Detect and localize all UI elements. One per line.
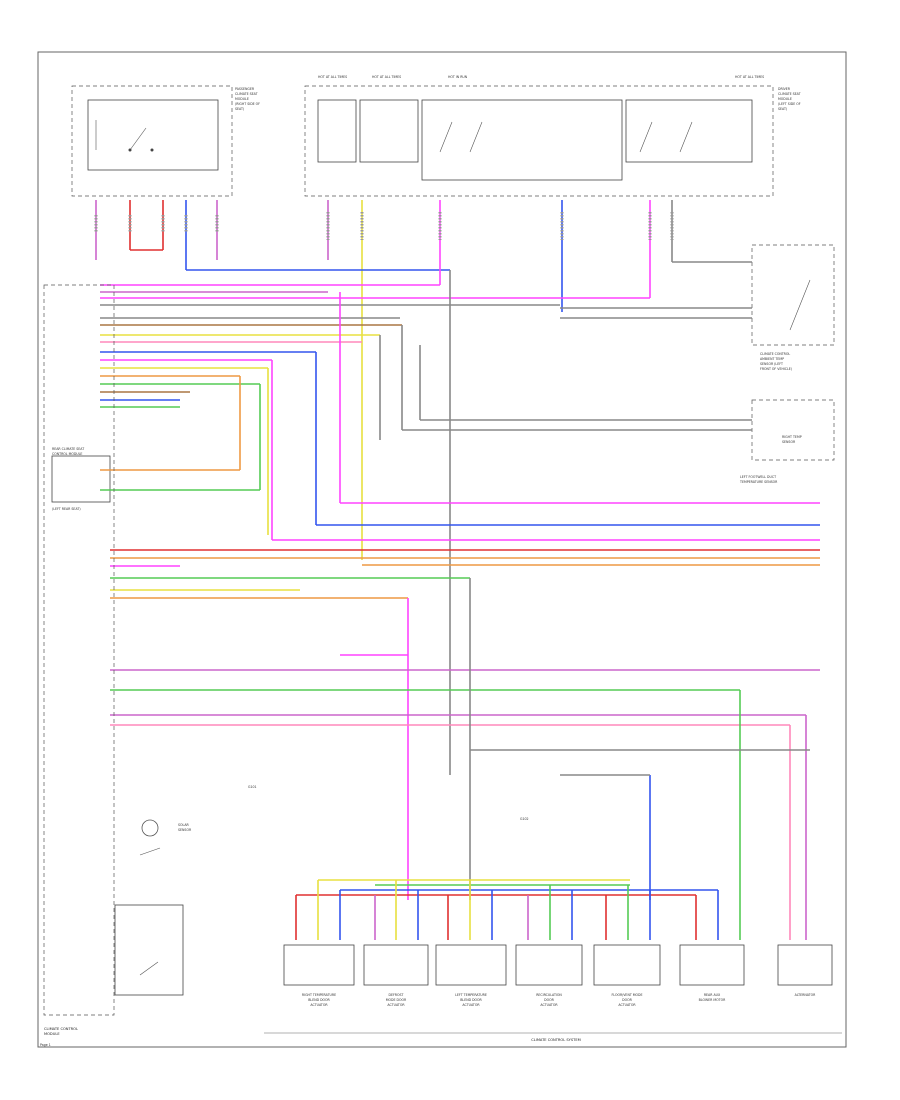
actuator-box-4 bbox=[515, 944, 583, 986]
solar-sensor-area bbox=[114, 819, 184, 996]
driver-module-text: DRIVER CLIMATE SEAT MODULE (LEFT SIDE OF… bbox=[778, 87, 802, 111]
climate-sensor-text: CLIMATE CONTROL AMBIENT TEMP SENSOR (LEF… bbox=[760, 352, 792, 371]
svg-text:ALTERNATOR: ALTERNATOR bbox=[795, 993, 816, 997]
page-frame bbox=[37, 51, 847, 1048]
actuator-drops bbox=[295, 880, 719, 940]
solar-sensor-text: SOLAR SENSOR bbox=[178, 823, 192, 832]
right-vertical-wires bbox=[469, 578, 810, 940]
module-name: CLIMATE CONTROL MODULE bbox=[44, 1027, 79, 1036]
passenger-module-text: PASSENGER CLIMATE SEAT MODULE (RIGHT SID… bbox=[235, 87, 261, 111]
svg-text:HOT AT ALL TIMES: HOT AT ALL TIMES bbox=[318, 75, 347, 79]
actuator-box-3 bbox=[435, 944, 507, 986]
rear-control-text-2: (LEFT REAR SEAT) bbox=[52, 507, 81, 511]
actuator-box-5 bbox=[593, 944, 661, 986]
right-temp-sensor-text: RIGHT TEMP SENSOR bbox=[782, 435, 803, 444]
ground-g101: G101 bbox=[248, 785, 257, 789]
passenger-switch-icon bbox=[95, 120, 154, 152]
actuator-box-7 bbox=[777, 944, 833, 986]
page-number: Page 1 bbox=[40, 1043, 51, 1047]
system-title: CLIMATE CONTROL SYSTEM bbox=[531, 1038, 580, 1042]
actuator-boxes bbox=[283, 944, 833, 986]
actuator-box-2 bbox=[363, 944, 429, 986]
svg-text:HOT IN RUN: HOT IN RUN bbox=[448, 75, 468, 79]
climate-control-module bbox=[43, 284, 115, 1016]
svg-text:HOT AT ALL TIMES: HOT AT ALL TIMES bbox=[735, 75, 764, 79]
ambient-sensor-switch bbox=[560, 244, 835, 346]
ground-g102: G102 bbox=[520, 817, 529, 821]
fuse-sections bbox=[317, 99, 753, 181]
svg-text:HOT AT ALL TIMES: HOT AT ALL TIMES bbox=[372, 75, 401, 79]
top-wire-drops bbox=[95, 200, 673, 560]
footwell-sensor-text: LEFT FOOTWELL DUCT TEMPERATURE SENSOR bbox=[739, 475, 778, 484]
rear-control-box bbox=[51, 455, 111, 503]
top-connectors bbox=[94, 212, 674, 240]
passenger-seat-module bbox=[71, 85, 233, 197]
upper-bus-wires bbox=[100, 268, 650, 408]
fuse-box-main bbox=[304, 85, 774, 197]
fuse-labels: HOT AT ALL TIMES HOT AT ALL TIMES HOT IN… bbox=[318, 75, 764, 79]
middle-vertical-wires bbox=[239, 270, 752, 775]
rear-control-text: REAR CLIMATE SEAT CONTROL MODULE bbox=[52, 447, 85, 456]
actuator-box-1 bbox=[283, 944, 355, 986]
actuator-bus bbox=[296, 879, 718, 896]
middle-bus-wires bbox=[100, 469, 820, 900]
right-temp-sensor bbox=[751, 399, 835, 461]
actuator-box-6 bbox=[679, 944, 745, 986]
